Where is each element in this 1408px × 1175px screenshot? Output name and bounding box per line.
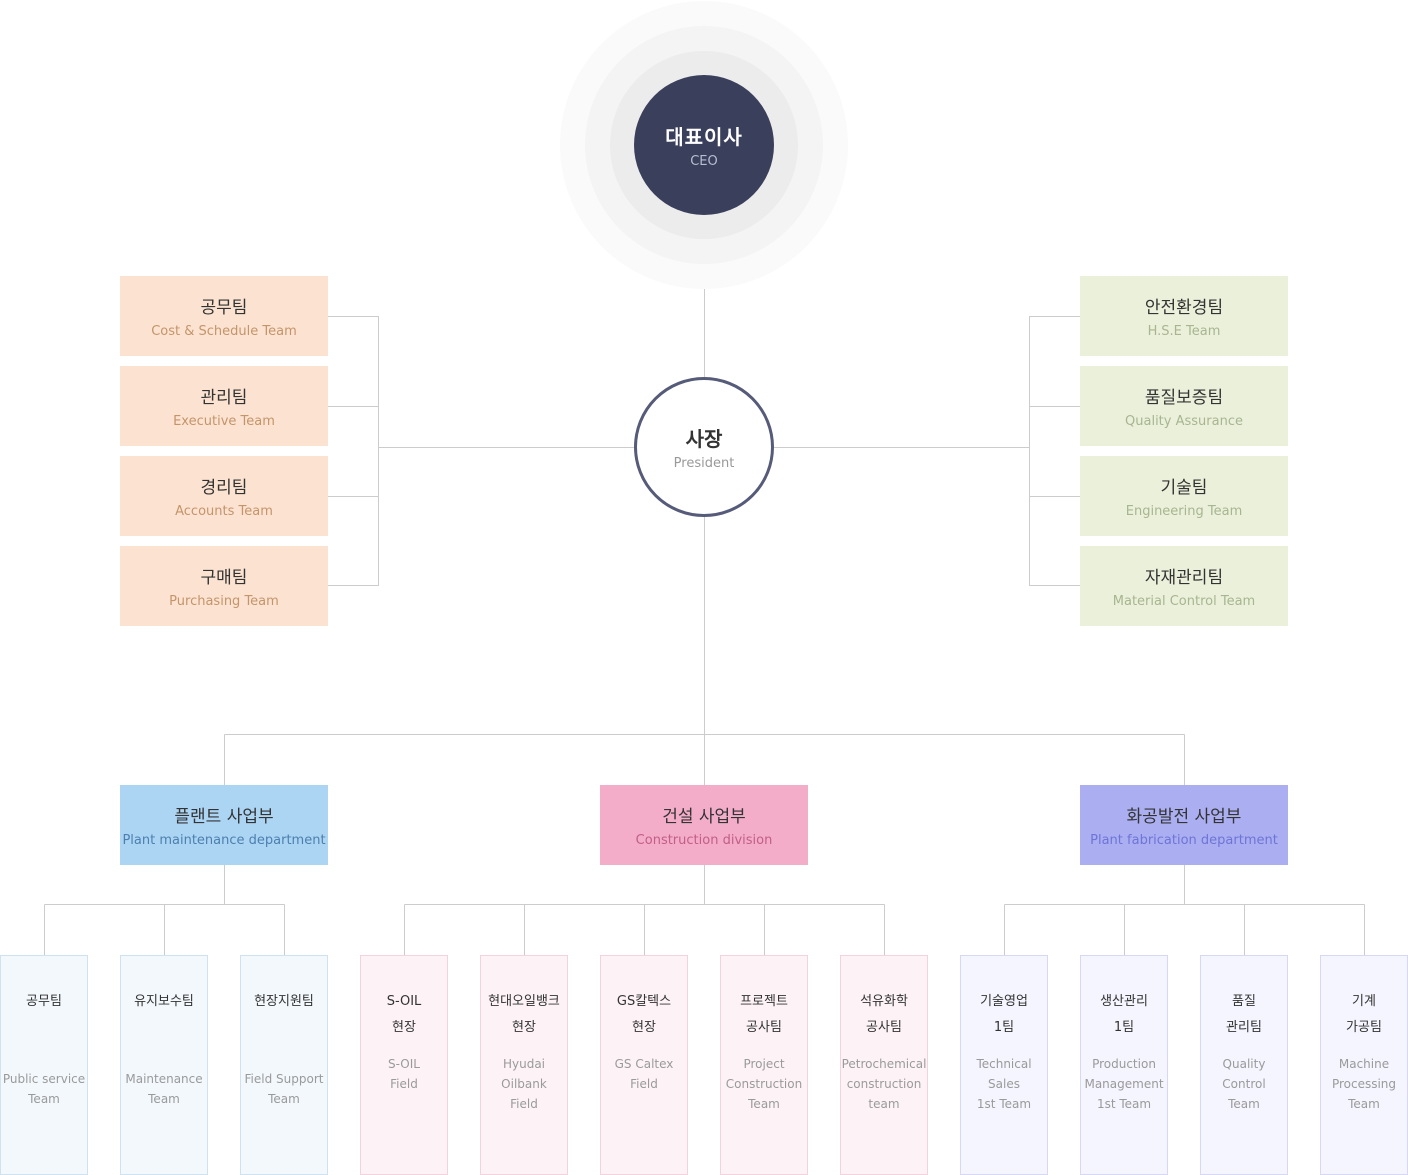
- team-title: 구매팀: [200, 568, 248, 588]
- sub-team-subtitle: Field Support Team: [244, 1072, 324, 1106]
- sub-team-title: 석유화학 공사팀: [860, 994, 908, 1035]
- team-title: 기술팀: [1160, 478, 1208, 498]
- sub-team-subtitle: Petrochemical construction team: [841, 1057, 927, 1111]
- sub-team-0: 공무팀 Public service Team: [0, 955, 88, 1175]
- right-team-3: 자재관리팀 Material Control Team: [1080, 546, 1288, 626]
- sub-team-subtitle: Quality Control Team: [1222, 1057, 1266, 1111]
- team-title: 품질보증팀: [1144, 388, 1224, 408]
- division-subtitle: Construction division: [635, 833, 773, 848]
- team-title: 자재관리팀: [1144, 568, 1224, 588]
- sub-team-6: 프로젝트 공사팀 Project Construction Team: [720, 955, 808, 1175]
- president-subtitle: President: [673, 456, 735, 471]
- sub-team-title: 프로젝트 공사팀: [740, 994, 788, 1035]
- sub-team-10: 품질 관리팀 Quality Control Team: [1200, 955, 1288, 1175]
- sub-team-title: S-OIL 현장: [386, 994, 422, 1035]
- sub-team-subtitle: S-OIL Field: [388, 1057, 420, 1091]
- right-team-2: 기술팀 Engineering Team: [1080, 456, 1288, 536]
- right-team-0: 안전환경팀 H.S.E Team: [1080, 276, 1288, 356]
- team-subtitle: Accounts Team: [175, 504, 273, 519]
- team-subtitle: Purchasing Team: [169, 594, 279, 609]
- division-title: 건설 사업부: [662, 807, 746, 827]
- sub-team-title: 생산관리 1팀: [1100, 994, 1148, 1035]
- sub-team-title: 현대오일뱅크 현장: [488, 994, 560, 1035]
- division-subtitle: Plant maintenance department: [122, 833, 326, 848]
- ceo-node: 대표이사 CEO: [634, 75, 774, 215]
- sub-team-title: 기계 가공팀: [1346, 994, 1382, 1035]
- team-subtitle: H.S.E Team: [1147, 324, 1221, 339]
- sub-team-9: 생산관리 1팀 Production Management 1st Team: [1080, 955, 1168, 1175]
- division-plant: 플랜트 사업부 Plant maintenance department: [120, 785, 328, 865]
- team-subtitle: Cost & Schedule Team: [151, 324, 297, 339]
- sub-team-5: GS칼텍스 현장 GS Caltex Field: [600, 955, 688, 1175]
- sub-team-subtitle: Technical Sales 1st Team: [976, 1057, 1032, 1111]
- sub-team-title: 현장지원팀: [254, 994, 314, 1009]
- ceo-subtitle: CEO: [690, 154, 718, 169]
- sub-team-subtitle: Production Management 1st Team: [1084, 1057, 1164, 1111]
- team-subtitle: Material Control Team: [1112, 594, 1256, 609]
- left-team-1: 관리팀 Executive Team: [120, 366, 328, 446]
- sub-team-subtitle: Hyudai Oilbank Field: [501, 1057, 547, 1111]
- sub-team-subtitle: Public service Team: [2, 1072, 86, 1106]
- ceo-title: 대표이사: [665, 125, 743, 149]
- team-subtitle: Quality Assurance: [1125, 414, 1243, 429]
- left-team-3: 구매팀 Purchasing Team: [120, 546, 328, 626]
- team-subtitle: Engineering Team: [1125, 504, 1243, 519]
- division-construction: 건설 사업부 Construction division: [600, 785, 808, 865]
- sub-team-subtitle: Project Construction Team: [725, 1057, 803, 1111]
- sub-team-3: S-OIL 현장 S-OIL Field: [360, 955, 448, 1175]
- sub-team-title: GS칼텍스 현장: [616, 994, 672, 1035]
- left-team-0: 공무팀 Cost & Schedule Team: [120, 276, 328, 356]
- team-title: 경리팀: [200, 478, 248, 498]
- sub-team-8: 기술영업 1팀 Technical Sales 1st Team: [960, 955, 1048, 1175]
- sub-team-title: 품질 관리팀: [1226, 994, 1262, 1035]
- sub-team-11: 기계 가공팀 Machine Processing Team: [1320, 955, 1408, 1175]
- sub-team-4: 현대오일뱅크 현장 Hyudai Oilbank Field: [480, 955, 568, 1175]
- sub-team-title: 기술영업 1팀: [980, 994, 1028, 1035]
- sub-team-subtitle: GS Caltex Field: [614, 1057, 674, 1091]
- president-title: 사장: [685, 427, 723, 451]
- team-subtitle: Executive Team: [173, 414, 275, 429]
- right-team-1: 품질보증팀 Quality Assurance: [1080, 366, 1288, 446]
- team-title: 관리팀: [200, 388, 248, 408]
- left-team-2: 경리팀 Accounts Team: [120, 456, 328, 536]
- sub-team-2: 현장지원팀 Field Support Team: [240, 955, 328, 1175]
- division-subtitle: Plant fabrication department: [1090, 833, 1278, 848]
- sub-team-subtitle: Maintenance Team: [125, 1072, 203, 1106]
- sub-team-subtitle: Machine Processing Team: [1331, 1057, 1397, 1111]
- president-node: 사장 President: [634, 377, 774, 517]
- sub-team-7: 석유화학 공사팀 Petrochemical construction team: [840, 955, 928, 1175]
- sub-team-1: 유지보수팀 Maintenance Team: [120, 955, 208, 1175]
- division-title: 플랜트 사업부: [174, 807, 274, 827]
- sub-team-title: 유지보수팀: [134, 994, 194, 1009]
- sub-team-title: 공무팀: [26, 994, 62, 1009]
- team-title: 안전환경팀: [1144, 298, 1224, 318]
- team-title: 공무팀: [200, 298, 248, 318]
- division-fabrication: 화공발전 사업부 Plant fabrication department: [1080, 785, 1288, 865]
- division-title: 화공발전 사업부: [1126, 807, 1242, 827]
